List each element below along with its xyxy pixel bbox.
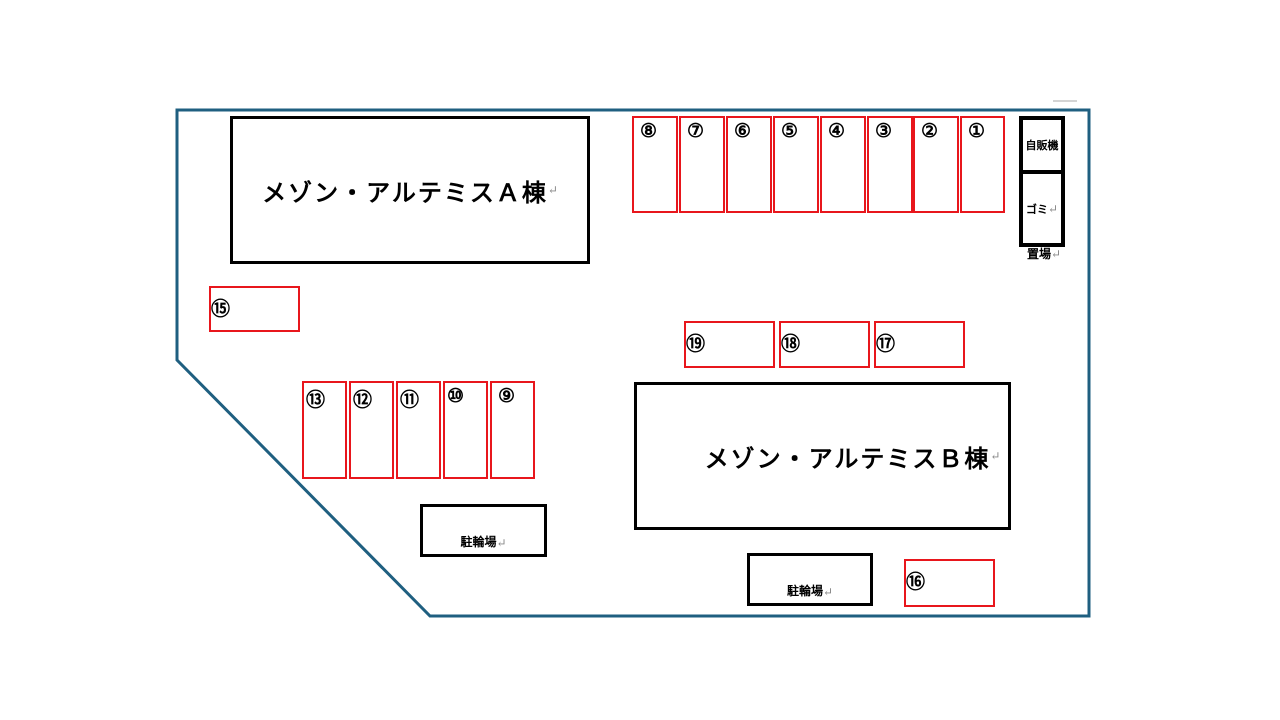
- bike-parking-label: 駐輪場: [786, 584, 823, 598]
- parking-spot-9[interactable]: ⑨: [490, 381, 535, 479]
- building-a-label: メゾン・アルテミスＡ棟: [262, 177, 548, 207]
- bike-parking-1: 駐輪場↵: [420, 504, 547, 557]
- paragraph-mark: ↵: [547, 183, 558, 197]
- parking-spot-2[interactable]: ②: [913, 116, 959, 213]
- spot-number: ⑧: [640, 120, 658, 142]
- bike-parking-label: 駐輪場: [460, 535, 497, 549]
- spot-number: ⑩: [447, 385, 465, 407]
- parking-spot-19[interactable]: ⑲: [684, 321, 775, 368]
- spot-number: ④: [828, 120, 846, 142]
- parking-spot-13[interactable]: ⑬: [302, 381, 347, 479]
- trash-suffix-label: 置場: [1027, 247, 1052, 261]
- parking-spot-15[interactable]: ⑮: [209, 286, 300, 332]
- parking-spot-3[interactable]: ③: [867, 116, 913, 213]
- spot-number: ②: [921, 120, 939, 142]
- parking-spot-4[interactable]: ④: [820, 116, 866, 213]
- paragraph-mark: ↵: [496, 536, 507, 550]
- spot-number: ⑬: [306, 389, 326, 411]
- parking-spot-11[interactable]: ⑪: [396, 381, 441, 479]
- spot-number: ⑯: [906, 571, 926, 593]
- spot-number: ⑫: [353, 389, 373, 411]
- vending-label: 自販機: [1025, 139, 1059, 152]
- spot-number: ⑱: [781, 333, 801, 355]
- trash-label: ゴミ: [1025, 202, 1048, 216]
- parking-spot-1[interactable]: ①: [960, 116, 1005, 213]
- spot-number: ⑥: [734, 120, 752, 142]
- trash-area-suffix: 置場↵: [1027, 245, 1061, 262]
- spot-number: ⑪: [400, 389, 420, 411]
- building-b: メゾン・アルテミスＢ棟↵: [634, 382, 1011, 530]
- building-a: メゾン・アルテミスＡ棟↵: [230, 116, 590, 264]
- paragraph-mark: ↵: [1051, 247, 1062, 261]
- parking-spot-18[interactable]: ⑱: [779, 321, 870, 368]
- vending-machine: 自販機: [1019, 116, 1065, 174]
- paragraph-mark: ↵: [990, 449, 1001, 463]
- spot-number: ①: [968, 120, 986, 142]
- parking-spot-10[interactable]: ⑩: [443, 381, 488, 479]
- spot-number: ⑮: [211, 298, 231, 320]
- bike-parking-2: 駐輪場↵: [747, 553, 873, 606]
- parking-spot-17[interactable]: ⑰: [874, 321, 965, 368]
- spot-number: ⑨: [498, 385, 516, 407]
- paragraph-mark: ↵: [1047, 201, 1059, 216]
- parking-spot-6[interactable]: ⑥: [726, 116, 772, 213]
- spot-number: ⑤: [781, 120, 799, 142]
- spot-number: ⑰: [876, 333, 896, 355]
- spot-number: ⑦: [687, 120, 705, 142]
- spot-number: ③: [875, 120, 893, 142]
- parking-spot-8[interactable]: ⑧: [632, 116, 678, 213]
- parking-spot-7[interactable]: ⑦: [679, 116, 725, 213]
- parking-spot-16[interactable]: ⑯: [904, 559, 995, 607]
- parking-spot-5[interactable]: ⑤: [773, 116, 819, 213]
- spot-number: ⑲: [686, 333, 706, 355]
- paragraph-mark: ↵: [822, 585, 834, 599]
- building-b-label: メゾン・アルテミスＢ棟: [704, 443, 991, 473]
- trash-area: ゴミ↵: [1019, 170, 1065, 247]
- parking-spot-12[interactable]: ⑫: [349, 381, 394, 479]
